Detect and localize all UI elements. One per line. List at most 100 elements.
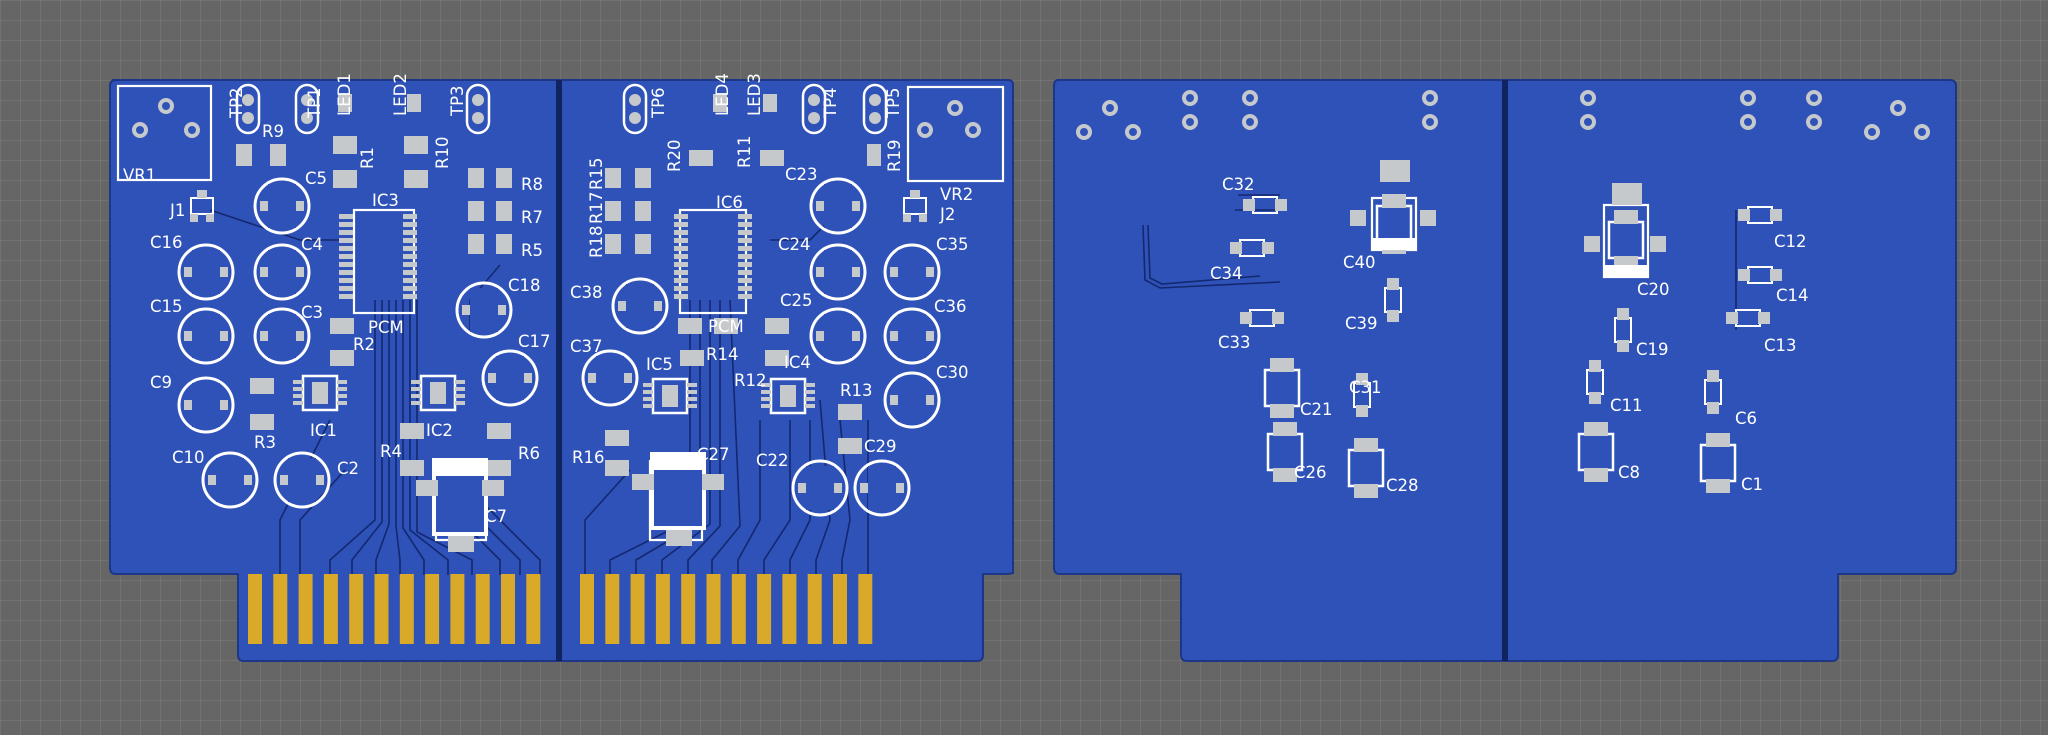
smd-pad	[765, 318, 789, 334]
electrolytic-capacitor	[253, 307, 311, 365]
smd-pad	[838, 438, 862, 454]
panel-cut-line	[1502, 80, 1508, 661]
smd-pad	[635, 201, 651, 221]
gold-finger	[475, 574, 490, 644]
smd-pad	[714, 318, 738, 334]
silkscreen-label: C31	[1349, 378, 1382, 397]
smd-pad	[760, 150, 784, 166]
silkscreen-label: C23	[785, 165, 818, 184]
smd-capacitor	[1704, 370, 1722, 414]
silkscreen-label: C5	[305, 169, 327, 188]
silkscreen-label: C9	[150, 373, 172, 392]
silkscreen-label: R7	[521, 208, 543, 227]
silkscreen-label: C36	[934, 297, 967, 316]
test-point	[801, 83, 827, 135]
silkscreen-label: R20	[665, 140, 684, 172]
smd-pad	[496, 168, 512, 188]
electrolytic-capacitor	[253, 177, 311, 235]
smd-pad	[487, 460, 511, 476]
silkscreen-label: C8	[1618, 463, 1640, 482]
smd-pad	[1650, 236, 1666, 252]
gold-finger	[526, 574, 541, 644]
gold-finger	[655, 574, 670, 644]
gold-finger	[323, 574, 338, 644]
through-hole-pad	[1806, 114, 1822, 130]
silkscreen-label: TP3	[448, 85, 467, 117]
silkscreen-label: C15	[150, 297, 183, 316]
gold-finger	[248, 574, 262, 644]
silkscreen-label: C35	[936, 235, 969, 254]
silkscreen-label: C39	[1345, 314, 1378, 333]
component-pads-bottom	[1076, 90, 1930, 498]
through-hole-pad	[1740, 90, 1756, 106]
smd-pad	[496, 201, 512, 221]
through-hole-pad	[1914, 124, 1930, 140]
smd-capacitor	[1230, 239, 1274, 257]
silkscreen-label: R14	[706, 345, 738, 364]
silkscreen-label: C13	[1764, 336, 1797, 355]
smd-pad	[765, 350, 789, 366]
silkscreen-label: TP6	[649, 87, 668, 119]
silkscreen-label: J1	[169, 201, 185, 220]
smd-pad	[867, 144, 881, 166]
through-hole-pad	[1890, 100, 1906, 116]
smd-capacitor	[1738, 266, 1782, 284]
smd-capacitor	[1353, 373, 1371, 417]
smd-pad	[416, 480, 438, 496]
smd-pad	[632, 474, 654, 490]
silkscreen-label: C28	[1386, 476, 1419, 495]
gold-finger	[298, 574, 313, 644]
smd-capacitor-large	[1263, 358, 1301, 418]
test-point	[294, 83, 320, 135]
regulator-body-inner	[654, 470, 702, 526]
through-hole-pad	[1182, 90, 1198, 106]
gold-finger	[833, 574, 847, 644]
transistor-package	[903, 190, 927, 222]
silkscreen-label: C3	[301, 303, 323, 322]
smd-pad	[635, 234, 651, 254]
electrolytic-capacitor	[883, 307, 941, 365]
silkscreen-label: IC4	[784, 353, 811, 372]
electrolytic-capacitor	[201, 451, 259, 509]
through-hole-pad	[947, 100, 963, 116]
test-point	[862, 83, 888, 135]
smd-capacitor-large	[1699, 433, 1737, 493]
gold-finger	[425, 574, 440, 644]
gold-finger	[273, 574, 288, 644]
silkscreen-label: C24	[778, 235, 811, 254]
through-hole-pad	[1242, 90, 1258, 106]
silkscreen-label: C29	[864, 437, 897, 456]
silkscreen-label: R5	[521, 241, 543, 260]
electrolytic-capacitor	[611, 277, 669, 335]
silkscreen-label: J2	[939, 205, 955, 224]
silkscreen-label: C34	[1210, 264, 1243, 283]
polarity-band	[1372, 238, 1416, 250]
silkscreen-label: R3	[254, 433, 276, 452]
electrolytic-capacitor	[177, 376, 235, 434]
through-hole-pad	[1102, 100, 1118, 116]
silkscreen-label: R6	[518, 444, 540, 463]
silkscreen-label: C27	[697, 445, 730, 464]
gold-finger	[630, 574, 645, 644]
through-hole-pad	[965, 122, 981, 138]
silkscreen-label: LED4	[713, 73, 732, 116]
smd-pad	[333, 136, 357, 154]
gold-finger	[399, 574, 414, 644]
smd-pad	[236, 144, 252, 166]
silkscreen-label: IC3	[372, 191, 399, 210]
ic-package	[761, 377, 815, 415]
through-hole-pad	[1864, 124, 1880, 140]
electrolytic-capacitor	[809, 243, 867, 301]
electrolytic-capacitor	[883, 243, 941, 301]
smd-pad	[838, 404, 862, 420]
silkscreen-label: C7	[485, 507, 507, 526]
silkscreen-label: C22	[756, 451, 789, 470]
electrolytic-capacitor	[581, 349, 639, 407]
smd-capacitor	[1586, 360, 1604, 404]
test-point	[622, 83, 648, 135]
silkscreen-label: IC6	[716, 193, 743, 212]
